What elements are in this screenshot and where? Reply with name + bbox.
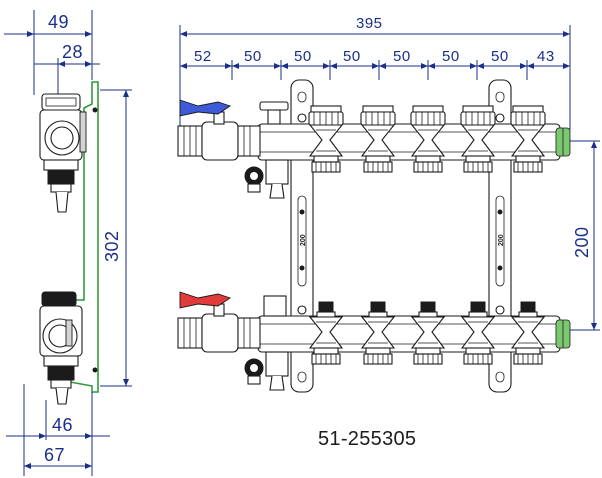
bracket-right-screw-top xyxy=(495,113,505,123)
supply-drain-valve xyxy=(265,159,289,185)
bracket-left-label: 200 xyxy=(300,234,307,246)
bracket-left-screw-top xyxy=(297,113,307,123)
dim-49-label: 49 xyxy=(48,12,69,32)
dim-67-arrows xyxy=(24,463,92,469)
supply-ball-valve xyxy=(201,121,239,161)
dim-395-label: 395 xyxy=(356,15,383,32)
side-valve-lower xyxy=(39,291,83,405)
dim-46-label: 46 xyxy=(52,415,73,435)
bracket-right-label: 200 xyxy=(498,234,505,246)
dim-28-arrows xyxy=(58,61,92,67)
bracket-hole-top xyxy=(92,107,98,113)
return-valve-handle-red xyxy=(179,291,232,309)
dim-segment-7: 50 xyxy=(491,48,509,65)
return-drain-valve xyxy=(265,351,289,377)
dim-segment-6: 50 xyxy=(442,48,460,65)
bracket-right-screw-bottom xyxy=(495,305,505,315)
side-valve-upper xyxy=(39,93,87,213)
dim-segment-8: 43 xyxy=(537,48,555,65)
return-ball-valve xyxy=(201,313,239,353)
dim-28-label: 28 xyxy=(62,42,83,62)
dim-200-label: 200 xyxy=(572,226,592,258)
dim-segment-4: 50 xyxy=(343,48,361,65)
supply-thermometer xyxy=(259,101,289,111)
part-number-label: 51-255305 xyxy=(318,428,417,450)
dim-segment-1: 52 xyxy=(194,48,212,65)
bracket-hole-bottom xyxy=(92,367,98,373)
side-view: 49 28 xyxy=(4,10,132,476)
dim-segment-3: 50 xyxy=(294,48,312,65)
dim-chain-arrows xyxy=(180,63,570,69)
front-view-dimensions: 395 52 50 50 50 50 50 50 43 200 xyxy=(179,15,600,331)
dim-49-arrows xyxy=(27,31,92,37)
supply-valve-handle-blue xyxy=(179,99,232,117)
bracket-left-screw-bottom xyxy=(297,305,307,315)
front-view-manifold: 200 200 xyxy=(177,79,571,393)
dim-67-label: 67 xyxy=(44,445,65,465)
dim-302-label: 302 xyxy=(102,230,122,262)
dim-segment-5: 50 xyxy=(393,48,411,65)
dim-segment-2: 50 xyxy=(244,48,262,65)
